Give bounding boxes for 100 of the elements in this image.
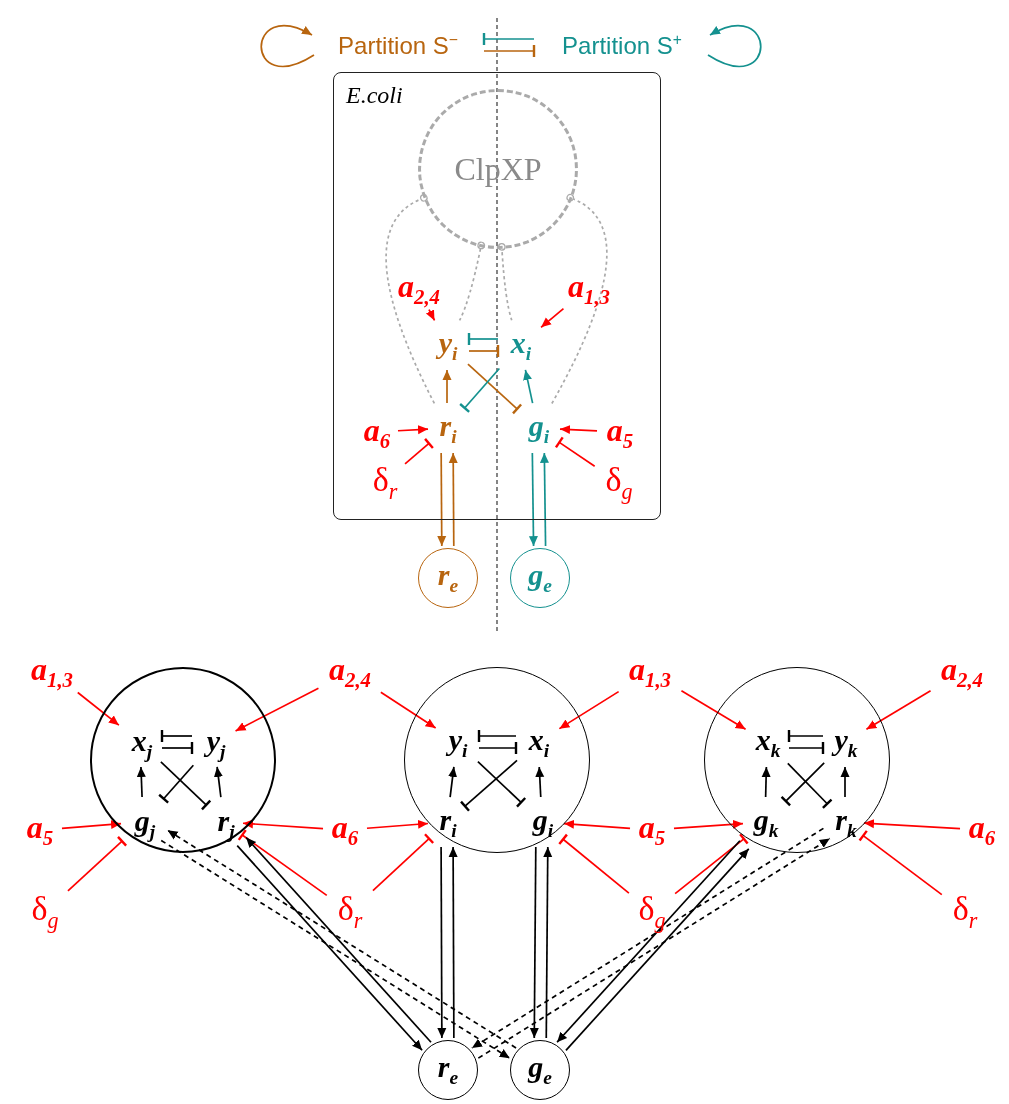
inhibition-line bbox=[786, 762, 833, 810]
arrow bbox=[840, 766, 850, 798]
species-label: g$_{k}$ bbox=[746, 800, 786, 846]
arrow bbox=[523, 369, 534, 404]
degradation-link bbox=[551, 193, 608, 405]
parameter-label: a$_{6}$ bbox=[325, 810, 365, 850]
inhibition-line bbox=[404, 437, 435, 465]
arrow bbox=[761, 766, 771, 798]
parameter-label: a$_{1,3}$ bbox=[560, 269, 618, 309]
parameter-label: a$_{6}$ bbox=[357, 413, 397, 453]
parameter-label: a$_{6}$ bbox=[962, 810, 1002, 850]
arrow bbox=[540, 307, 565, 329]
inhibition-line bbox=[160, 761, 212, 811]
arrow bbox=[61, 820, 122, 830]
inhibition-line bbox=[459, 759, 518, 812]
arrow bbox=[535, 766, 545, 798]
arrow bbox=[539, 452, 549, 547]
species-label: r$_{i}$ bbox=[431, 406, 465, 452]
parameter-label: a$_{1,3}$ bbox=[22, 652, 82, 692]
species-label: y$_{k}$ bbox=[826, 720, 866, 766]
arrow bbox=[673, 819, 744, 830]
inhibition-line bbox=[67, 835, 128, 892]
arrow bbox=[448, 452, 458, 547]
arrow bbox=[245, 836, 432, 1044]
arrow bbox=[242, 819, 324, 830]
parameter-label: δ$_{g}$ bbox=[23, 888, 67, 936]
parameter-label: δ$_{r}$ bbox=[943, 888, 987, 936]
arrow bbox=[437, 452, 447, 547]
inhibition-line bbox=[478, 740, 518, 756]
species-label: y$_{i}$ bbox=[438, 720, 478, 766]
partition-label: Partition S$^{−}$ bbox=[314, 25, 482, 65]
parameter-label: δ$_{r}$ bbox=[328, 888, 372, 936]
inhibition-line bbox=[372, 833, 435, 892]
species-label: y$_{j}$ bbox=[196, 721, 236, 767]
inhibition-line bbox=[477, 760, 527, 808]
inhibition-line bbox=[788, 740, 825, 756]
parameter-label: δ$_{r}$ bbox=[365, 459, 405, 507]
arrow bbox=[366, 819, 429, 830]
species-label: x$_{i}$ bbox=[519, 720, 559, 766]
species-label: g$_{i}$ bbox=[523, 800, 563, 846]
protease-circle: ClpXP bbox=[418, 89, 578, 249]
species-label: g$_{j}$ bbox=[125, 801, 165, 847]
self-loop-arrow bbox=[707, 24, 762, 68]
arrow bbox=[543, 846, 553, 1039]
inhibition-line bbox=[467, 331, 499, 347]
arrow bbox=[425, 308, 436, 322]
arrow bbox=[234, 687, 320, 732]
inhibition-line bbox=[858, 829, 943, 896]
species-label: y$_{i}$ bbox=[428, 323, 468, 369]
inhibition-line bbox=[483, 43, 536, 59]
degradation-link bbox=[497, 243, 513, 322]
arrow bbox=[136, 766, 146, 798]
parameter-label: a$_{5}$ bbox=[632, 810, 672, 850]
arrow bbox=[556, 839, 741, 1044]
partition-label: Partition S$^{+}$ bbox=[536, 25, 708, 65]
arrow bbox=[448, 846, 458, 1039]
inhibition-line bbox=[468, 343, 500, 359]
parameter-label: δ$_{g}$ bbox=[630, 888, 674, 936]
inhibition-line bbox=[237, 828, 328, 897]
degradation-link bbox=[458, 241, 485, 322]
arrow bbox=[558, 690, 620, 730]
parameter-label: a$_{5}$ bbox=[20, 810, 60, 850]
arrow bbox=[529, 846, 539, 1039]
arrow bbox=[528, 452, 538, 547]
species-label: x$_{i}$ bbox=[501, 323, 541, 369]
parameter-label: δ$_{g}$ bbox=[597, 459, 641, 507]
parameter-label: a$_{2,4}$ bbox=[320, 652, 380, 692]
cell-circle bbox=[90, 667, 276, 853]
inhibition-line bbox=[157, 764, 195, 804]
degradation-link bbox=[385, 193, 436, 405]
inhibition-line bbox=[554, 436, 596, 468]
species-label: x$_{j}$ bbox=[122, 721, 162, 767]
species-label: r$_{i}$ bbox=[431, 800, 465, 846]
parameter-label: a$_{5}$ bbox=[600, 413, 640, 453]
arrow bbox=[680, 689, 747, 731]
arrow bbox=[437, 846, 447, 1039]
inhibition-line bbox=[161, 740, 194, 756]
inhibition-line bbox=[674, 832, 749, 895]
arrow bbox=[865, 689, 932, 731]
arrow bbox=[236, 844, 423, 1052]
arrow bbox=[448, 766, 458, 798]
cell-name: E.coli bbox=[346, 83, 403, 107]
arrow bbox=[565, 848, 750, 1052]
species-label: x$_{k}$ bbox=[748, 720, 788, 766]
inhibition-line bbox=[458, 367, 501, 414]
inhibition-line bbox=[558, 833, 630, 894]
parameter-label: a$_{2,4}$ bbox=[932, 652, 992, 692]
inhibition-line bbox=[787, 728, 824, 744]
arrow bbox=[397, 425, 429, 435]
inhibition-line bbox=[160, 728, 193, 744]
inhibition-line bbox=[482, 31, 535, 47]
species-label: g$_{i}$ bbox=[519, 406, 559, 452]
arrow bbox=[559, 425, 598, 435]
self-loop-arrow bbox=[260, 24, 315, 68]
arrow bbox=[213, 766, 223, 798]
arrow bbox=[563, 819, 631, 830]
arrow bbox=[442, 369, 452, 404]
inhibition-line bbox=[467, 363, 523, 415]
arrow bbox=[380, 691, 437, 729]
cell-box bbox=[333, 72, 661, 520]
